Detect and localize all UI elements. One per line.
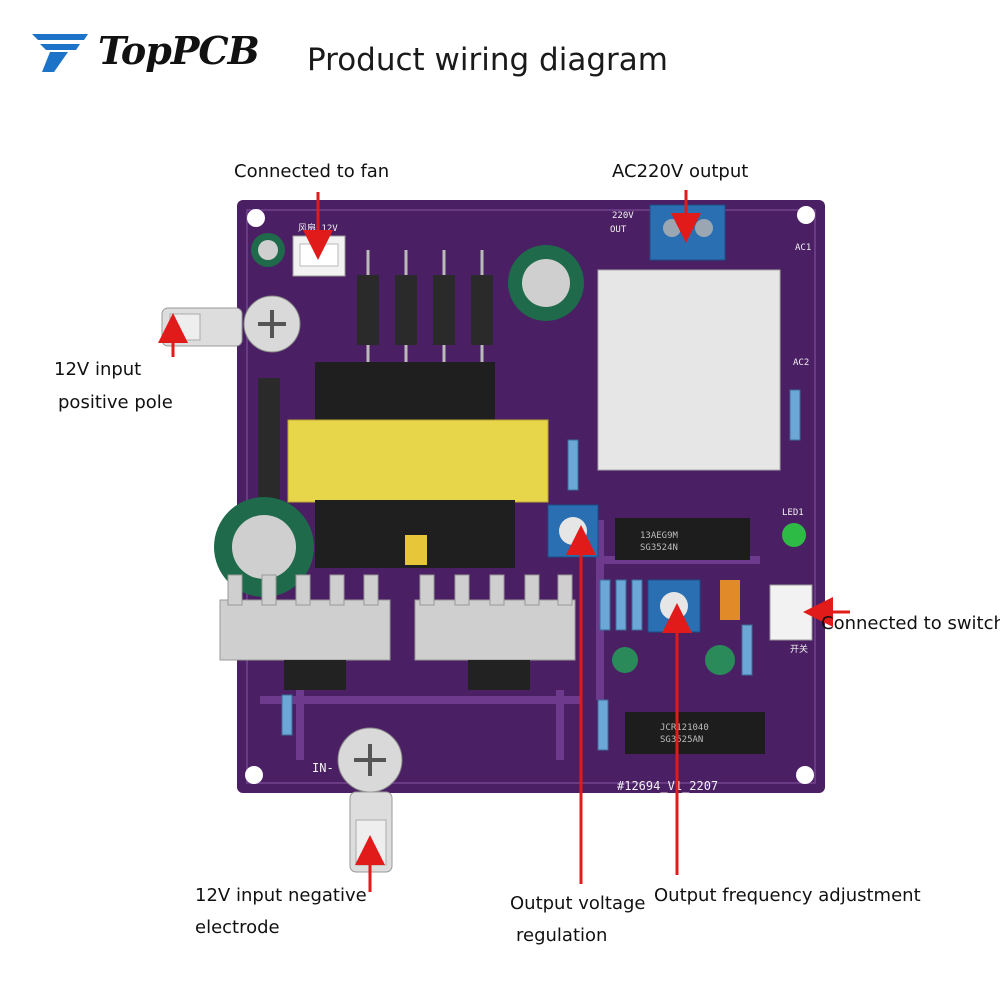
diode-d3 (395, 275, 417, 345)
diode-d5 (471, 275, 493, 345)
page-title: Product wiring diagram (307, 42, 668, 78)
mount-hole (797, 206, 815, 224)
ic-sg3525 (625, 712, 765, 754)
diode-row (357, 275, 493, 345)
silk-serial: #12694_V1_2207 (617, 779, 718, 793)
silk-220v: 220V (612, 211, 634, 221)
mosfet-heatsink (597, 269, 781, 471)
label-ac-output: AC220V output (612, 161, 749, 182)
transistor-q1 (284, 660, 346, 690)
mount-hole (245, 766, 263, 784)
silk-ac2: AC2 (793, 358, 809, 368)
ic2-name: SG3525AN (660, 735, 703, 745)
diode-d4 (433, 275, 455, 345)
label-positive-1: 12V input (54, 359, 142, 380)
led (782, 523, 806, 547)
ic2-code: JCR121040 (660, 723, 709, 733)
label-positive-2: positive pole (58, 392, 173, 413)
label-negative-1: 12V input negative (195, 885, 367, 906)
label-negative-2: electrode (195, 917, 280, 938)
ic1-code: 13AEG9M (640, 531, 679, 541)
brand-name: TopPCB (98, 28, 260, 73)
transformer (287, 419, 549, 503)
diode-d2 (357, 275, 379, 345)
silk-switch: 开关 (790, 643, 808, 655)
silk-out: OUT (610, 225, 627, 235)
fuse (258, 378, 280, 508)
brand-logo: TopPCB (28, 26, 288, 76)
heatsink-right (414, 574, 576, 661)
label-fan: Connected to fan (234, 161, 390, 182)
label-voltage-1: Output voltage (510, 893, 646, 914)
silk-led: LED1 (782, 508, 804, 518)
heatsink-left (219, 574, 391, 661)
brand-logo-icon (32, 34, 88, 72)
mount-hole (247, 209, 265, 227)
transformer-core-top (315, 362, 495, 422)
silk-in-minus: IN- (312, 761, 334, 775)
ic1-name: SG3524N (640, 543, 678, 553)
silk-ac1: AC1 (795, 243, 811, 253)
label-voltage-2: regulation (516, 925, 608, 946)
label-frequency: Output frequency adjustment (654, 885, 921, 906)
ic-sg3524 (615, 518, 750, 560)
label-switch: Connected to switch (821, 613, 1000, 634)
mount-hole (796, 766, 814, 784)
transistor-q2 (468, 660, 530, 690)
